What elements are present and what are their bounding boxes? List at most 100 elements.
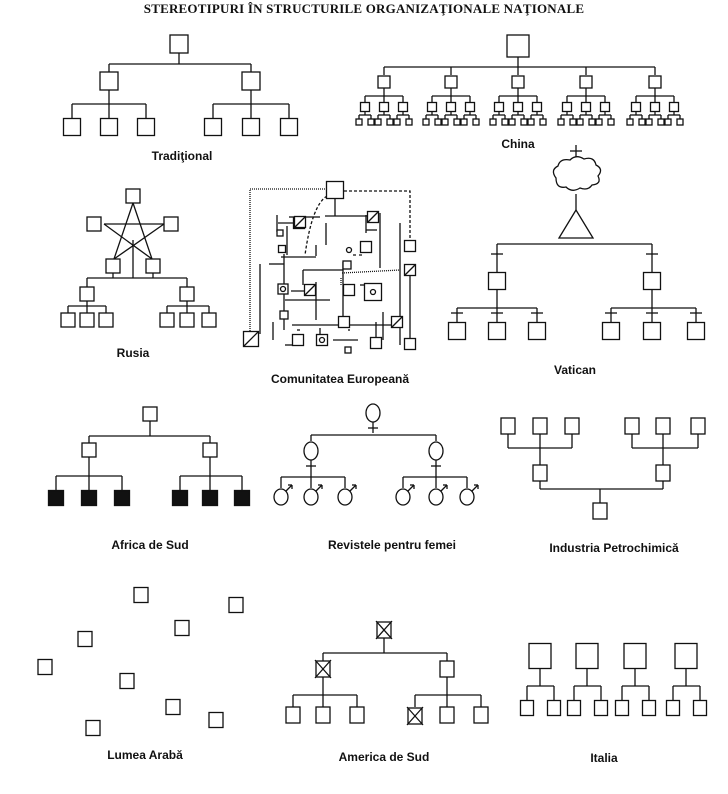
node-box	[493, 101, 505, 113]
node-box	[692, 699, 708, 717]
circle-mark	[369, 288, 377, 296]
node-box	[665, 699, 681, 717]
diagram-label: China	[501, 137, 535, 151]
node-box	[569, 118, 577, 126]
node-box	[657, 118, 665, 126]
node-box	[531, 101, 543, 113]
node-box	[337, 315, 351, 329]
connector-line	[440, 484, 448, 492]
node-box	[508, 118, 516, 126]
slash	[404, 264, 416, 276]
node-box	[377, 75, 391, 89]
circle-mark	[345, 246, 353, 254]
diagram-comunitatea-europeana: Comunitatea Europeană	[242, 180, 417, 386]
slash	[367, 211, 379, 223]
node-box	[315, 333, 329, 347]
cross-mark	[375, 620, 393, 640]
node-box	[642, 321, 662, 341]
node-box	[325, 180, 345, 200]
connector-line	[132, 202, 153, 260]
cross-mark	[314, 659, 332, 679]
node-box	[506, 34, 530, 58]
page-title: STEREOTIPURI ÎN STRUCTURILE ORGANIZAŢION…	[143, 1, 585, 16]
node-box	[546, 699, 562, 717]
cloud-icon	[552, 156, 602, 191]
node-box	[674, 642, 698, 670]
node-box	[645, 118, 653, 126]
node-box	[434, 118, 442, 126]
node-box	[393, 118, 401, 126]
node-box	[163, 216, 179, 232]
connector-line	[407, 484, 415, 492]
male-symbol-icon	[273, 488, 289, 506]
node-box	[241, 71, 261, 91]
diagram-traditional: Tradiţional	[62, 34, 299, 163]
connector-line	[103, 223, 153, 260]
circle-mark	[318, 336, 326, 344]
node-box	[279, 310, 289, 320]
node-box	[668, 101, 680, 113]
node-box	[426, 101, 438, 113]
node-box	[561, 101, 573, 113]
male-symbol-icon	[395, 488, 411, 506]
node-box	[519, 699, 535, 717]
node-box	[165, 698, 181, 716]
node-box	[593, 699, 609, 717]
node-box	[460, 118, 468, 126]
node-box	[527, 118, 535, 126]
node-box	[566, 699, 582, 717]
node-box	[37, 658, 53, 676]
node-box	[355, 118, 363, 126]
node-box	[445, 101, 457, 113]
node-box	[105, 258, 121, 274]
node-box	[580, 101, 592, 113]
node-box	[62, 117, 82, 137]
node-box	[344, 346, 352, 354]
node-box	[276, 229, 284, 237]
node-box	[527, 321, 547, 341]
node-box	[588, 118, 596, 126]
node-box	[79, 286, 95, 302]
node-box	[472, 118, 480, 126]
connector-line	[349, 484, 357, 492]
node-box	[359, 101, 371, 113]
diagram-africa-de-sud: Africa de Sud	[47, 406, 251, 552]
male-symbol-icon	[337, 488, 353, 506]
filled-box	[233, 489, 251, 507]
node-box	[614, 699, 630, 717]
node-box	[179, 286, 195, 302]
node-box	[208, 711, 224, 729]
node-box	[648, 75, 662, 89]
triangle-icon	[557, 208, 595, 239]
node-box	[77, 630, 93, 648]
node-box	[500, 417, 516, 435]
cross-mark	[406, 706, 424, 726]
node-box	[403, 239, 417, 253]
node-box	[359, 240, 373, 254]
node-box	[489, 118, 497, 126]
diagram-america-de-sud: America de Sud	[285, 620, 489, 764]
node-box	[576, 118, 584, 126]
filled-box	[113, 489, 131, 507]
node-box	[501, 118, 509, 126]
node-box	[85, 719, 101, 737]
node-box	[511, 75, 525, 89]
node-box	[369, 336, 383, 350]
node-box	[655, 417, 671, 435]
node-box	[649, 101, 661, 113]
dotted-link	[304, 195, 328, 256]
node-box	[664, 118, 672, 126]
node-box	[386, 118, 394, 126]
node-box	[179, 312, 195, 328]
filled-box	[171, 489, 189, 507]
node-box	[528, 642, 552, 670]
node-box	[512, 101, 524, 113]
diagram-label: Lumea Arabă	[107, 748, 183, 762]
node-box	[447, 321, 467, 341]
node-box	[98, 312, 114, 328]
diagram-vatican: Vatican	[447, 145, 706, 377]
node-box	[642, 271, 662, 291]
node-box	[630, 101, 642, 113]
filled-box	[201, 489, 219, 507]
